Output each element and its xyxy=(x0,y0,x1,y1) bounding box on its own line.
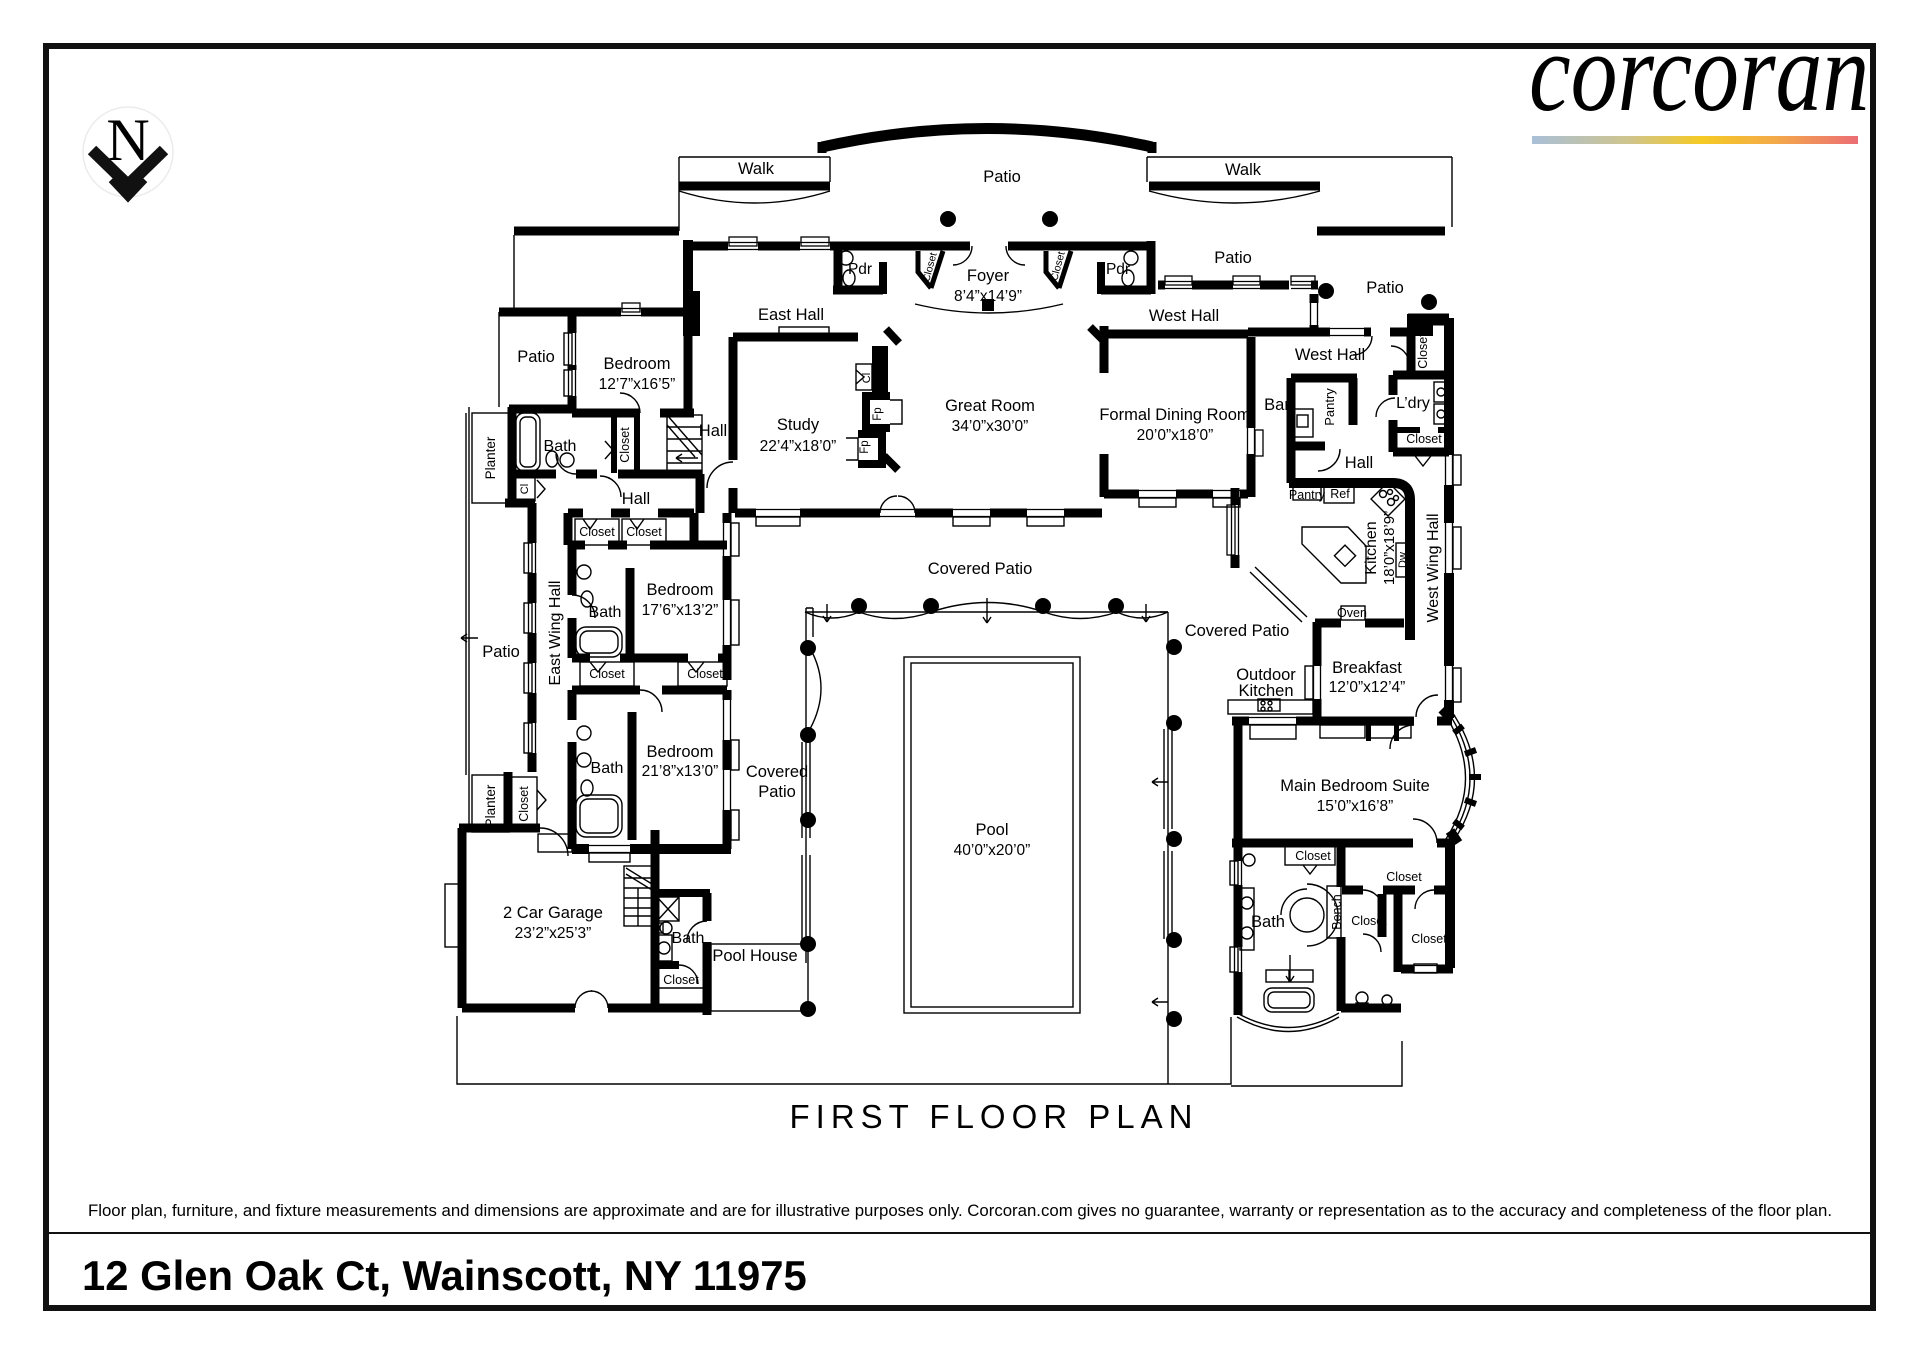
svg-text:Covered: Covered xyxy=(746,763,808,781)
svg-text:Dw: Dw xyxy=(1397,552,1409,568)
svg-text:Closet: Closet xyxy=(1386,870,1422,884)
svg-text:Hall: Hall xyxy=(1345,454,1373,472)
svg-text:Bedroom: Bedroom xyxy=(604,355,671,373)
svg-text:West Hall: West Hall xyxy=(1295,346,1365,364)
svg-text:Closet: Closet xyxy=(1406,432,1442,446)
svg-text:Closet: Closet xyxy=(589,667,625,681)
svg-text:Cl: Cl xyxy=(519,484,531,494)
svg-text:Closet: Closet xyxy=(1416,333,1430,369)
svg-text:East Wing Hall: East Wing Hall xyxy=(547,581,564,686)
svg-text:Pdr: Pdr xyxy=(1106,261,1130,278)
svg-text:Bath: Bath xyxy=(591,760,624,777)
svg-text:FIRST FLOOR PLAN: FIRST FLOOR PLAN xyxy=(790,1098,1199,1135)
svg-text:12’7”x16’5”: 12’7”x16’5” xyxy=(599,376,676,393)
svg-text:Bedroom: Bedroom xyxy=(647,581,714,599)
svg-text:Walk: Walk xyxy=(738,160,775,178)
svg-text:Bath: Bath xyxy=(672,930,705,947)
svg-text:Hall: Hall xyxy=(699,422,727,440)
svg-text:20’0”x18’0”: 20’0”x18’0” xyxy=(1137,427,1214,444)
svg-text:Ref: Ref xyxy=(1330,487,1350,501)
svg-text:Patio: Patio xyxy=(758,783,796,801)
svg-text:Cl: Cl xyxy=(861,373,873,383)
svg-text:Bench: Bench xyxy=(1330,894,1344,929)
svg-text:Closet: Closet xyxy=(687,667,723,681)
svg-text:West Wing Hall: West Wing Hall xyxy=(1425,513,1442,622)
svg-text:Bath: Bath xyxy=(544,438,577,455)
svg-text:Patio: Patio xyxy=(1366,279,1404,297)
svg-text:Hall: Hall xyxy=(622,490,650,508)
svg-text:Main Bedroom Suite: Main Bedroom Suite xyxy=(1280,777,1430,795)
svg-text:Bath: Bath xyxy=(589,604,622,621)
svg-text:Pool: Pool xyxy=(975,821,1008,839)
svg-text:Closet: Closet xyxy=(517,786,531,822)
svg-text:Planter: Planter xyxy=(483,436,498,479)
svg-text:18’0”x18’9”: 18’0”x18’9” xyxy=(1381,511,1398,585)
svg-text:Walk: Walk xyxy=(1225,161,1262,179)
svg-text:Patio: Patio xyxy=(482,643,520,661)
svg-text:Bath: Bath xyxy=(1251,913,1285,931)
svg-text:22’4”x18’0”: 22’4”x18’0” xyxy=(760,438,837,455)
svg-text:15’0”x16’8”: 15’0”x16’8” xyxy=(1317,798,1394,815)
svg-text:2 Car Garage: 2 Car Garage xyxy=(503,904,603,922)
svg-text:East Hall: East Hall xyxy=(758,306,824,324)
svg-text:Fp: Fp xyxy=(872,407,884,420)
svg-text:Planter: Planter xyxy=(483,784,498,827)
svg-text:corcoran: corcoran xyxy=(1529,10,1869,135)
svg-text:Patio: Patio xyxy=(1214,249,1252,267)
svg-text:Kitchen: Kitchen xyxy=(1363,521,1380,574)
svg-text:N: N xyxy=(106,107,149,173)
svg-text:17’6”x13’2”: 17’6”x13’2” xyxy=(642,602,719,619)
svg-text:Patio: Patio xyxy=(983,168,1021,186)
svg-text:Oven: Oven xyxy=(1337,606,1367,620)
svg-text:Covered Patio: Covered Patio xyxy=(1185,622,1290,640)
svg-text:Kitchen: Kitchen xyxy=(1238,682,1293,700)
svg-text:8’4”x14’9”: 8’4”x14’9” xyxy=(954,288,1022,305)
svg-text:Foyer: Foyer xyxy=(967,267,1010,285)
svg-text:Outdoor: Outdoor xyxy=(1236,666,1296,684)
svg-text:West Hall: West Hall xyxy=(1149,307,1219,325)
svg-text:L’dry: L’dry xyxy=(1396,395,1430,412)
svg-text:Covered Patio: Covered Patio xyxy=(928,560,1033,578)
svg-text:Floor plan, furniture, and fix: Floor plan, furniture, and fixture measu… xyxy=(88,1201,1832,1220)
svg-text:Closet: Closet xyxy=(1295,849,1331,863)
svg-text:Pool House: Pool House xyxy=(712,947,797,965)
svg-text:12’0”x12’4”: 12’0”x12’4” xyxy=(1329,679,1406,696)
svg-text:Great Room: Great Room xyxy=(945,397,1035,415)
svg-text:21’8”x13’0”: 21’8”x13’0” xyxy=(642,763,719,780)
svg-text:Pantry: Pantry xyxy=(1289,488,1326,502)
svg-text:Fp: Fp xyxy=(859,440,871,453)
svg-text:Breakfast: Breakfast xyxy=(1332,659,1402,677)
svg-text:12 Glen Oak Ct, Wainscott, NY: 12 Glen Oak Ct, Wainscott, NY 11975 xyxy=(82,1252,807,1299)
svg-text:Closet: Closet xyxy=(663,973,699,987)
svg-text:Pantry: Pantry xyxy=(1322,388,1337,426)
svg-text:Bedroom: Bedroom xyxy=(647,743,714,761)
svg-text:23’2”x25’3”: 23’2”x25’3” xyxy=(515,925,592,942)
svg-text:34’0”x30’0”: 34’0”x30’0” xyxy=(952,418,1029,435)
svg-text:Patio: Patio xyxy=(517,348,555,366)
svg-text:40’0”x20’0”: 40’0”x20’0” xyxy=(954,842,1031,859)
svg-text:Closet: Closet xyxy=(579,525,615,539)
svg-text:Closet: Closet xyxy=(1411,932,1447,946)
svg-text:Closet: Closet xyxy=(1351,914,1387,928)
svg-text:Bar: Bar xyxy=(1264,396,1290,414)
svg-text:Closet: Closet xyxy=(626,525,662,539)
svg-text:Formal Dining Room: Formal Dining Room xyxy=(1099,406,1250,424)
svg-text:Closet: Closet xyxy=(618,427,632,463)
svg-text:Study: Study xyxy=(777,416,820,434)
svg-text:Pdr: Pdr xyxy=(848,261,872,278)
